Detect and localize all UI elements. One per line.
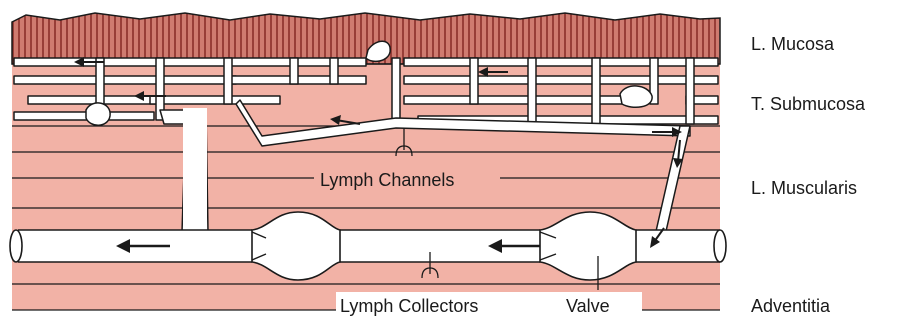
layer-label-submucosa: T. Submucosa bbox=[751, 94, 866, 114]
valve-label: Valve bbox=[566, 296, 610, 316]
layer-label-mucosa: L. Mucosa bbox=[751, 34, 835, 54]
lymph-channels-label: Lymph Channels bbox=[320, 170, 454, 190]
lymph-collectors-label: Lymph Collectors bbox=[340, 296, 478, 316]
layer-label-muscularis: L. Muscularis bbox=[751, 178, 857, 198]
layer-label-adventitia: Adventitia bbox=[751, 296, 831, 316]
lymph-channel-trunk bbox=[183, 108, 207, 236]
